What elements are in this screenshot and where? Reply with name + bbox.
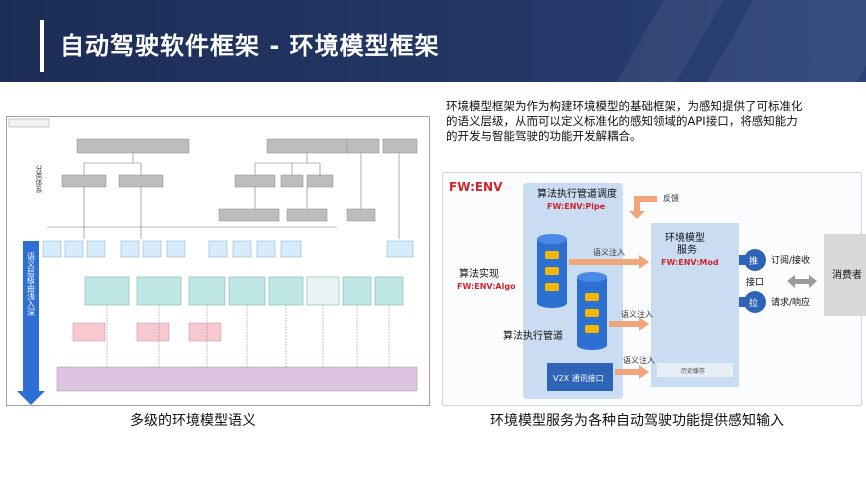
algo-cylinder-1 [537, 234, 567, 308]
inject-arrows [569, 255, 649, 379]
push-label: 推 [749, 255, 758, 267]
algo-cylinder-2 [577, 272, 607, 350]
inject-label-3: 语义注入 [623, 355, 655, 365]
feedback-label: 反馈 [663, 193, 679, 203]
semantic-levels-diagram: 分类体系 语义层级由浅入深 [6, 116, 430, 406]
env-framework-diagram: FW:ENV 算法执行管道调度 FW:ENV:Pipe 算法实现 FW:ENV:… [442, 172, 862, 406]
subscribe-label: 订阅/接收 [771, 254, 810, 266]
inject-label-2: 语义注入 [621, 309, 653, 319]
env-framework-svg: FW:ENV 算法执行管道调度 FW:ENV:Pipe 算法实现 FW:ENV:… [449, 180, 817, 399]
pull-node [744, 291, 766, 313]
algo-title: 算法实现 [459, 267, 499, 280]
inject-label-1: 语义注入 [593, 247, 625, 257]
title-banner: 自动驾驶软件框架 - 环境模型框架 [0, 0, 866, 82]
depth-arrow-body [23, 241, 39, 391]
pipeline-label: 算法执行管道 [503, 329, 563, 342]
push-node [744, 249, 766, 271]
consumer-double-arrow [787, 275, 817, 288]
v2x-label: V2X 通讯接口 [553, 373, 604, 383]
history-label: 历史缓存 [681, 367, 705, 375]
right-caption: 环境模型服务为各种自动驾驶功能提供感知输入 [490, 413, 784, 429]
interface-label: 接口 [746, 276, 764, 288]
mod-code: FW:ENV:Mod [661, 258, 719, 267]
tooltip-box [306, 276, 340, 306]
depth-arrow-label: 语义层级由浅入深 [27, 251, 36, 317]
fw-env-tag: FW:ENV [449, 180, 503, 194]
depth-arrow-head [17, 391, 45, 405]
history-cache-box [657, 363, 733, 377]
title-accent-bar [40, 20, 44, 72]
v2x-box [547, 363, 613, 391]
pipe-code: FW:ENV:Pipe [547, 202, 606, 211]
feedback-arrow [634, 196, 657, 211]
consumer-box: 消费者 [824, 234, 866, 316]
env-model-panel [651, 223, 739, 387]
framework-description: 环境模型框架为作为构建环境模型的基础框架，为感知提供了可标准化的语义层级，从而可… [446, 99, 803, 143]
page-title: 自动驾驶软件框架 - 环境模型框架 [60, 32, 440, 60]
pull-label: 拉 [749, 297, 758, 309]
consumer-label: 消费者 [832, 270, 862, 281]
category-vertical-label: 分类体系 [35, 164, 43, 193]
semantic-levels-svg: 分类体系 语义层级由浅入深 [8, 118, 418, 405]
mod-title-2: 服务 [677, 243, 697, 256]
left-caption: 多级的环境模型语义 [130, 413, 256, 429]
mod-title-1: 环境模型 [665, 231, 705, 244]
algo-code: FW:ENV:Algo [457, 282, 516, 291]
pipe-title: 算法执行管道调度 [537, 187, 617, 200]
request-label: 请求/响应 [771, 296, 810, 308]
bottom-foundation-bar [56, 366, 418, 392]
